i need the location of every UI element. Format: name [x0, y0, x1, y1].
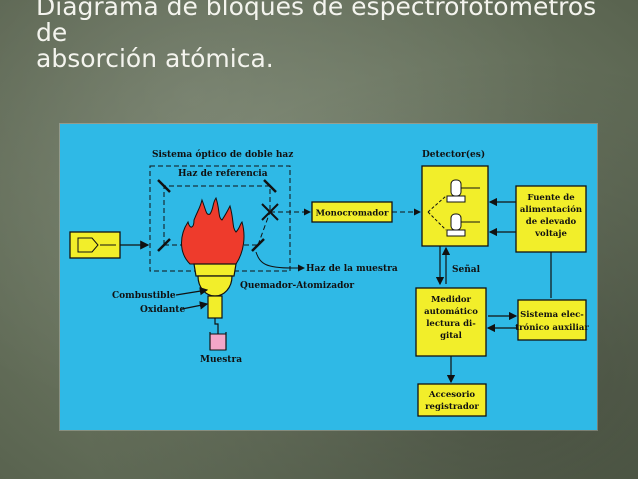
signal-label: Señal — [452, 264, 481, 275]
slide-title: Diagrama de bloques de espectrofotómetro… — [36, 0, 616, 72]
digital-meter-block — [415, 287, 487, 357]
photomultiplier-icon — [446, 213, 466, 237]
aux-label-line-2: trónico auxiliar — [515, 322, 589, 333]
mirror-icon — [251, 238, 265, 252]
sample-beam-label: Haz de la muestra — [306, 264, 398, 274]
sample-beaker-icon — [209, 332, 227, 351]
oxidant-arrow — [181, 301, 209, 310]
recorder-label-line-2: registrador — [425, 402, 479, 412]
detectors-label: Detector(es) — [422, 149, 485, 160]
power-supply-label-line-1: Fuente de — [527, 193, 575, 203]
reference-beam-label: Haz de referencia — [178, 169, 268, 179]
monochromator-label: Monocromador — [316, 209, 389, 219]
burner-label: Quemador-Atomizador — [240, 281, 354, 291]
reference-beam-path — [163, 185, 271, 245]
mirror-icon — [263, 179, 277, 193]
oxidant-label: Oxidante — [140, 305, 185, 315]
chopper-icon — [261, 203, 279, 221]
meter-label-line-4: gital — [440, 331, 463, 341]
hollow-cathode-lamp-icon — [69, 231, 121, 259]
block-diagram: Sistema óptico de doble haz Haz de refer… — [69, 149, 589, 417]
fuel-arrow — [175, 287, 209, 296]
diagram-panel: Sistema óptico de doble haz Haz de refer… — [60, 124, 597, 430]
power-supply-label-line-3: de elevado — [526, 217, 577, 227]
slide-title-line-1: Diagrama de bloques de espectrofotómetro… — [36, 0, 597, 47]
recorder-block — [417, 383, 487, 417]
optical-system-label: Sistema óptico de doble haz — [152, 149, 293, 160]
meter-label-line-2: automático — [424, 306, 478, 317]
aux-label-line-1: Sistema elec- — [520, 310, 584, 320]
meter-label-line-1: Medidor — [431, 295, 472, 305]
power-supply-block — [515, 185, 587, 253]
slide-title-line-2: absorción atómica. — [36, 44, 274, 73]
mirror-icon — [157, 238, 171, 252]
power-supply-label-line-4: voltaje — [534, 229, 567, 239]
recorder-label-line-1: Accesorio — [428, 390, 476, 400]
aux-electronic-block — [517, 299, 587, 341]
fuel-label: Combustible — [112, 291, 176, 301]
mirror-icon — [157, 179, 171, 193]
flame-icon — [181, 196, 245, 265]
power-supply-label-line-2: alimentación — [520, 204, 582, 215]
meter-label-line-3: lectura di- — [426, 319, 476, 329]
sample-label: Muestra — [200, 355, 242, 365]
